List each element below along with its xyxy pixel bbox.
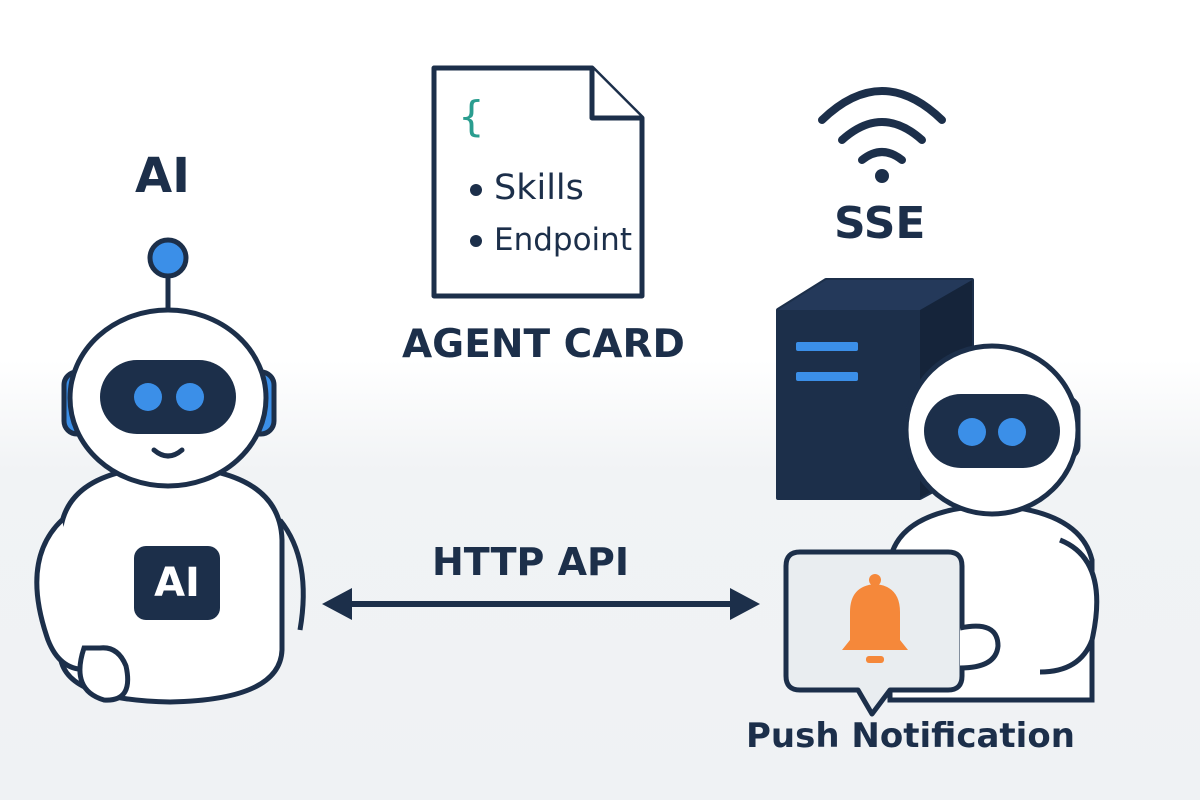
agent-card-caption: AGENT CARD [402, 322, 685, 367]
chest-ai-badge-text: AI [154, 560, 200, 606]
agent-card-brace: { [458, 92, 485, 141]
agent-card-endpoint: Endpoint [494, 222, 632, 258]
push-notification-label: Push Notification [746, 716, 1075, 756]
endpoint-bullet [470, 235, 482, 247]
agent-card-skill: Skills [494, 168, 584, 208]
bell-icon [842, 574, 908, 663]
chest-ai-badge: AI [134, 546, 220, 620]
left-agent-title: AI [135, 148, 191, 204]
http-api-label: HTTP API [432, 540, 629, 584]
skills-bullet [470, 184, 482, 196]
sse-label: SSE [834, 198, 926, 249]
